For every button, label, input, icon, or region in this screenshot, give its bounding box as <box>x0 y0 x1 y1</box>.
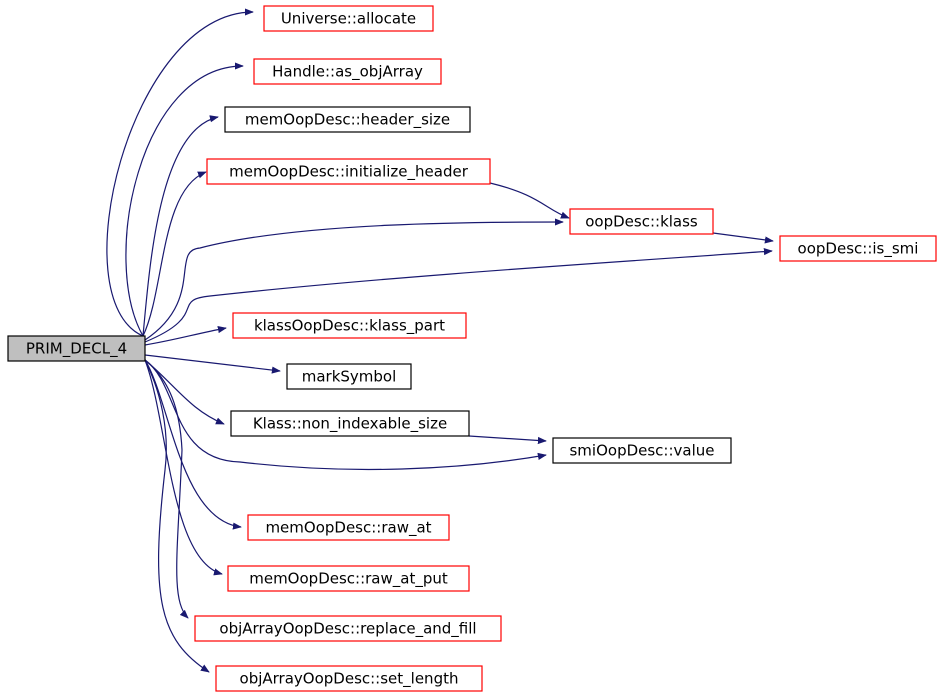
node-n4[interactable]: memOopDesc::initialize_header <box>206 158 491 185</box>
node-box <box>224 106 471 133</box>
node-box <box>263 5 434 32</box>
node-root: PRIM_DECL_4 <box>7 335 146 362</box>
node-n12[interactable]: memOopDesc::raw_at_put <box>227 565 470 592</box>
node-n1[interactable]: Universe::allocate <box>263 5 434 32</box>
edge-root-n6 <box>144 248 773 343</box>
node-label: oopDesc::klass <box>585 213 698 231</box>
edge-root-n9 <box>144 359 225 425</box>
node-n13[interactable]: objArrayOopDesc::replace_and_fill <box>194 615 502 642</box>
node-n14[interactable]: objArrayOopDesc::set_length <box>215 665 483 692</box>
node-box <box>215 665 483 692</box>
node-n6[interactable]: oopDesc::is_smi <box>779 235 937 262</box>
nodes: PRIM_DECL_4 Universe::allocateHandle::as_… <box>7 5 937 692</box>
node-label: memOopDesc::initialize_header <box>229 163 469 182</box>
edge-root-n2 <box>125 62 244 337</box>
node-label: markSymbol <box>302 368 397 386</box>
node-box <box>779 235 937 262</box>
node-box <box>569 208 714 235</box>
edge-root-n5 <box>144 218 564 341</box>
node-n7[interactable]: klassOopDesc::klass_part <box>232 312 467 339</box>
node-box <box>552 437 732 464</box>
node-label: Universe::allocate <box>281 10 416 28</box>
node-n2[interactable]: Handle::as_objArray <box>253 58 442 85</box>
node-box <box>286 363 412 390</box>
node-n9[interactable]: Klass::non_indexable_size <box>230 410 470 437</box>
node-n8[interactable]: markSymbol <box>286 363 412 390</box>
node-label: memOopDesc::raw_at_put <box>249 570 448 589</box>
node-box <box>194 615 502 642</box>
edge-n4-n5 <box>489 182 570 219</box>
node-n10[interactable]: smiOopDesc::value <box>552 437 732 464</box>
node-label: smiOopDesc::value <box>569 442 714 460</box>
node-n11[interactable]: memOopDesc::raw_at <box>247 514 450 541</box>
node-box <box>253 58 442 85</box>
node-label: PRIM_DECL_4 <box>26 340 127 359</box>
edge-root-n3 <box>142 115 219 337</box>
edge-root-n11 <box>144 359 242 530</box>
edge-root-n8 <box>144 354 281 374</box>
edge-root-n10 <box>144 359 547 471</box>
node-label: oopDesc::is_smi <box>798 240 919 259</box>
node-n5[interactable]: oopDesc::klass <box>569 208 714 235</box>
node-label: memOopDesc::header_size <box>245 111 450 130</box>
node-label: objArrayOopDesc::replace_and_fill <box>219 620 476 639</box>
edge-root-n1 <box>106 8 254 337</box>
edge-root-n14 <box>144 359 210 673</box>
edge-n9-n10 <box>468 435 547 445</box>
node-box <box>227 565 470 592</box>
node-label: Klass::non_indexable_size <box>253 415 447 434</box>
node-n3[interactable]: memOopDesc::header_size <box>224 106 471 133</box>
node-box <box>7 335 146 362</box>
node-label: objArrayOopDesc::set_length <box>240 670 459 689</box>
node-label: Handle::as_objArray <box>272 63 423 82</box>
edge-root-n13 <box>144 359 189 619</box>
edge-n5-n6 <box>712 232 774 244</box>
node-label: klassOopDesc::klass_part <box>254 317 445 336</box>
node-label: memOopDesc::raw_at <box>265 519 431 538</box>
edge-root-n7 <box>144 326 227 346</box>
node-box <box>206 158 491 185</box>
edge-root-n12 <box>144 359 223 576</box>
node-box <box>232 312 467 339</box>
edges <box>106 8 774 673</box>
node-box <box>230 410 470 437</box>
edge-root-n4 <box>142 171 207 337</box>
node-box <box>247 514 450 541</box>
